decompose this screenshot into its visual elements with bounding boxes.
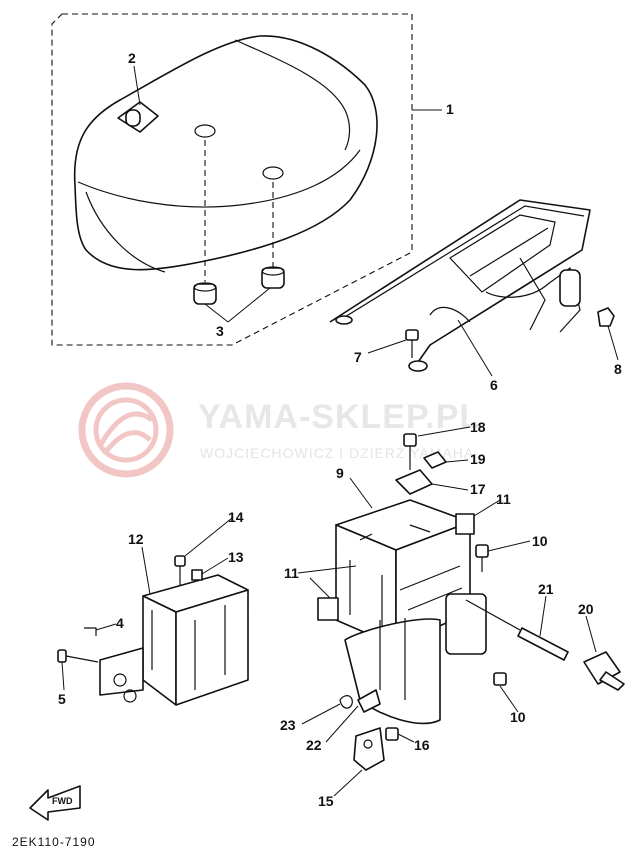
callout-8: 8 [614,361,622,377]
callout-11-left: 11 [284,565,299,581]
callout-12: 12 [128,531,144,547]
bolt-part-5 [57,649,99,663]
seat-lock-part-2 [117,101,159,133]
bracket-part-12 [99,574,249,706]
callout-5: 5 [58,691,66,707]
damper-part-11 [317,513,475,621]
clip-part-23 [339,695,353,709]
holder-part-17 [395,469,433,495]
callout-22: 22 [306,737,322,753]
seat-part-1 [73,35,378,273]
rear-carrier-part-6 [329,199,591,372]
battery-box-part-9 [335,499,487,725]
fwd-label: FWD [52,796,73,806]
bolt-part-10 [475,544,507,686]
callout-labels: 1 2 3 4 5 6 7 8 9 10 10 11 11 12 13 14 1… [58,50,622,809]
pin-part-4 [84,627,97,636]
callout-6: 6 [490,377,498,393]
callout-23: 23 [280,717,296,733]
callout-18: 18 [470,419,486,435]
callout-21: 21 [538,581,554,597]
watermark: YAMA-SKLEP.PL WOJCIECHOWICZ I DZIERŻ YAM… [78,382,481,478]
switch-part-20 [583,651,625,691]
bolt-part-7 [405,329,419,358]
nut-part-8 [597,307,615,327]
callout-9: 9 [336,465,344,481]
callout-19: 19 [470,451,486,467]
callout-2: 2 [128,50,136,66]
callout-17: 17 [470,481,486,497]
drawing-code: 2EK110-7190 [12,835,96,849]
callout-7: 7 [354,349,362,365]
washer-part-22 [357,689,381,713]
callout-10-lower: 10 [510,709,526,725]
bolt-part-18 [403,433,417,470]
watermark-subtitle: WOJCIECHOWICZ I DZIERŻ YAMAHA [200,444,474,461]
fwd-arrow-icon: FWD [29,785,81,821]
callout-10-upper: 10 [532,533,548,549]
clip-part-13 [191,569,203,581]
bracket-part-15 [353,727,385,771]
callout-14: 14 [228,509,244,525]
shaft-part-21 [465,599,569,661]
callout-11-right: 11 [496,491,511,507]
bolt-part-16 [385,727,399,741]
screw-part-14 [174,555,186,585]
callout-4: 4 [116,615,124,631]
watermark-logo [78,382,174,478]
callout-16: 16 [414,737,430,753]
leader-lines [61,65,619,797]
callout-3: 3 [216,323,224,339]
callout-1: 1 [446,101,454,117]
callout-20: 20 [578,601,594,617]
callout-15: 15 [318,793,334,809]
watermark-title: YAMA-SKLEP.PL [198,398,481,436]
callout-13: 13 [228,549,244,565]
seat-assembly-boundary [51,13,413,346]
